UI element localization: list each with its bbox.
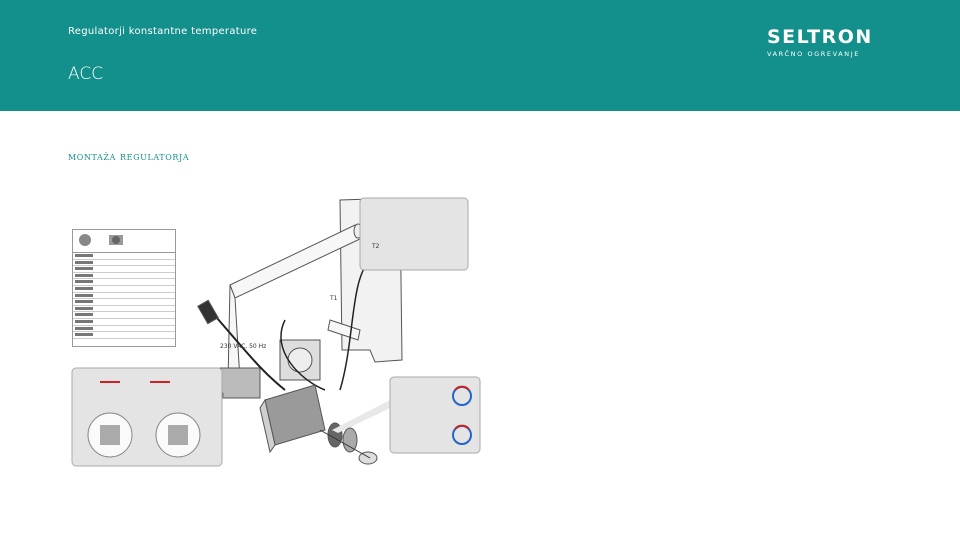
compatibility-table-image	[72, 229, 176, 347]
page-title: ACC	[68, 64, 104, 84]
table-row	[73, 286, 175, 293]
power-plug	[197, 299, 219, 325]
mixing-valve	[219, 367, 261, 399]
table-row	[73, 299, 175, 306]
seltron-logo: SELTRON VARČNO OGREVANJE	[767, 27, 897, 58]
table-header-icons	[73, 230, 175, 253]
table-rows	[73, 253, 175, 339]
sensor-label-t1: T1	[329, 295, 338, 302]
table-row	[73, 266, 175, 273]
valve-icons	[79, 234, 123, 246]
controller-body	[264, 384, 326, 446]
table-row	[73, 332, 175, 339]
table-row	[73, 326, 175, 333]
hydraulic-scheme-box	[389, 376, 481, 454]
table-row	[73, 293, 175, 300]
table-row	[73, 312, 175, 319]
installation-diagram: 230 VAC, 50 Hz T1 T2	[71, 197, 481, 467]
table-row	[73, 319, 175, 326]
table-row	[73, 306, 175, 313]
page-subtitle: Regulatorji konstantne temperature	[68, 26, 258, 37]
table-row	[73, 260, 175, 267]
sensor-detail-box	[359, 197, 469, 271]
header-bar: Regulatorji konstantne temperature ACC S…	[0, 0, 960, 111]
voltage-label: 230 VAC, 50 Hz	[220, 343, 266, 350]
logo-tagline: VARČNO OGREVANJE	[767, 50, 860, 58]
table-row	[73, 273, 175, 280]
table-row	[73, 253, 175, 260]
sensor-label-t2: T2	[371, 243, 380, 250]
section-heading: montaža regulatorja	[68, 150, 190, 163]
table-row	[73, 279, 175, 286]
logo-wordmark: SELTRON	[767, 26, 873, 48]
